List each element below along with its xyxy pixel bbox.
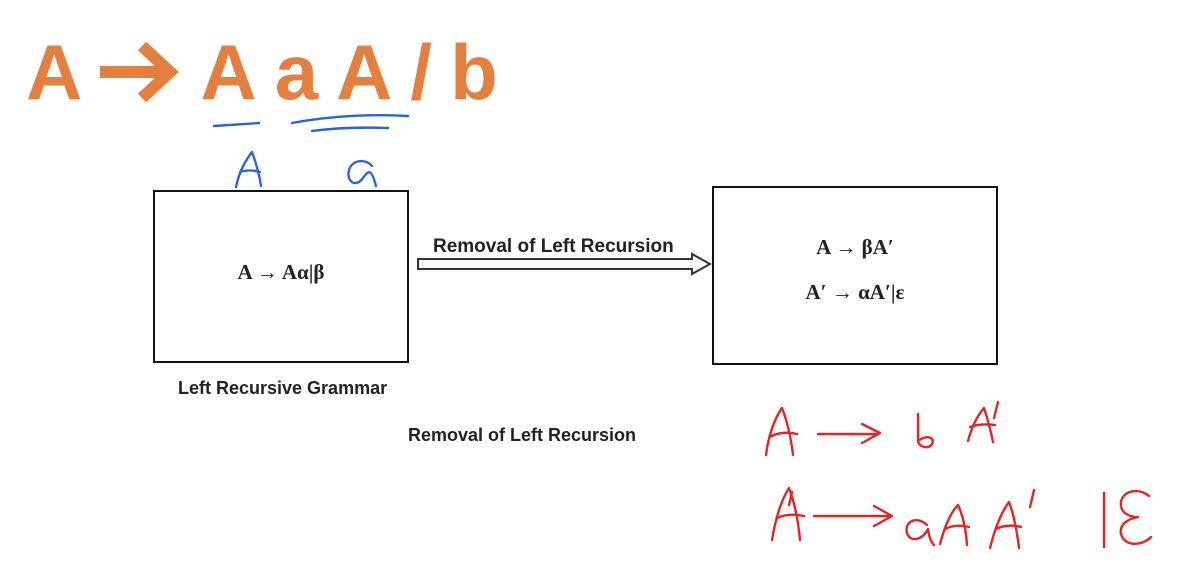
left-grammar-rule: A → Aα|β (237, 260, 325, 284)
red-letter-a-2 (966, 406, 995, 444)
left-grammar-box: A → Aα|β (153, 190, 409, 363)
removal-arrow-icon (417, 252, 712, 276)
red-prime-3 (1028, 488, 1036, 509)
removal-arrow-label: Removal of Left Recursion (433, 236, 674, 257)
blue-underline-a (212, 121, 261, 128)
headline-rhs-5: b (450, 28, 498, 116)
red-letter-a-4-bar (943, 524, 971, 531)
red-letter-a-1-bar (768, 431, 799, 439)
red-letter-a-2-bar (968, 423, 997, 429)
red-letter-a-4 (938, 503, 969, 547)
center-caption: Removal of Left Recursion (408, 425, 637, 445)
red-letter-a-5-bar (994, 524, 1023, 531)
red-letter-a-3-bar (775, 513, 806, 520)
red-letter-a-small (905, 519, 936, 547)
blue-letter-a (234, 150, 263, 189)
headline-rhs-4: / (410, 28, 433, 116)
headline-lhs: A (26, 28, 83, 116)
red-prime-1 (992, 400, 1000, 420)
blue-letter-alpha (347, 159, 378, 188)
red-letter-b (916, 412, 934, 449)
blue-underline-alpha-lower (310, 126, 390, 133)
headline-rhs-3: A (336, 28, 393, 116)
red-arrow-2-head (872, 504, 894, 528)
left-caption: Left Recursive Grammar (178, 378, 388, 398)
right-grammar-box: A → βA′ A′ → αA′|ε (712, 186, 998, 365)
red-prime-2 (787, 490, 794, 507)
red-arrow-1-head (860, 422, 882, 445)
right-grammar-rule-1: A → βA′ (816, 235, 894, 259)
red-letter-a-5 (988, 500, 1021, 550)
headline-rhs-2: a (274, 28, 319, 116)
headline-rhs-1: A (200, 28, 257, 116)
red-epsilon (1119, 489, 1153, 545)
blue-letter-a-bar (238, 169, 262, 174)
red-letter-a-1 (764, 406, 795, 457)
red-letter-a-3 (770, 486, 802, 542)
headline-grammar: A A a A / b (26, 22, 586, 122)
right-grammar-rule-2: A′ → αA′|ε (805, 280, 905, 304)
right-arrow-icon (100, 36, 182, 108)
